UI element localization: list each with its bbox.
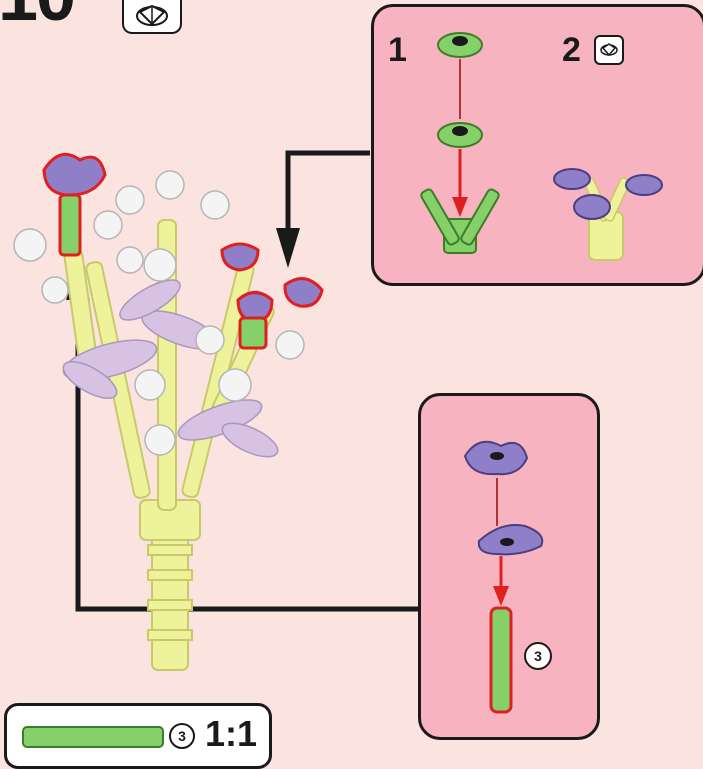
substep-1-parts	[420, 33, 500, 253]
callout-quantity-badge: 3	[524, 642, 552, 670]
substep-illustration-top	[374, 7, 703, 283]
part-quantity-badge: 3	[169, 723, 195, 749]
scale-label: 1:1	[205, 716, 257, 752]
substep-2-parts	[554, 169, 662, 260]
part-green-stem	[22, 726, 164, 748]
substep-callout-right	[418, 393, 600, 740]
arrow-head-down	[276, 228, 300, 268]
substep-callout-top: 1 2	[371, 4, 703, 286]
substep-illustration-right	[421, 396, 597, 737]
parts-list-box: 3 1:1	[4, 703, 272, 769]
